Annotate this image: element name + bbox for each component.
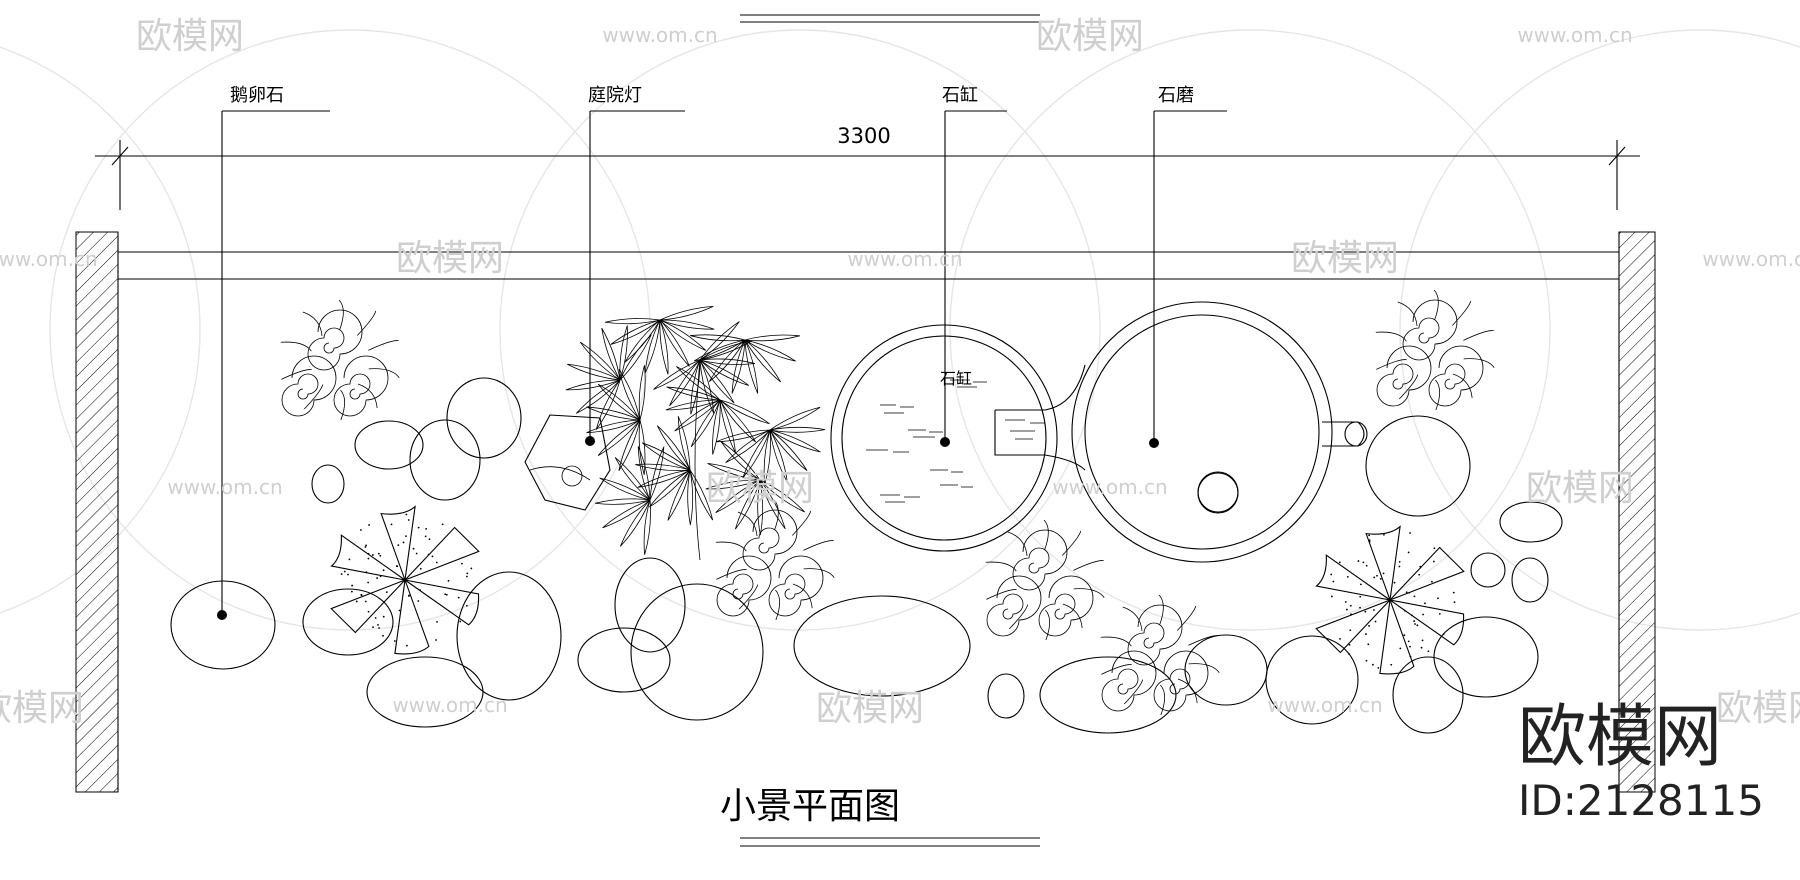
label-garden-lamp: 庭院灯 [588, 85, 642, 106]
curly-shrub [1101, 595, 1219, 715]
water-ripples [866, 380, 987, 502]
watermark-arcs [0, 30, 1800, 630]
watermark-brand: 欧模网 [136, 16, 244, 57]
watermark-brand: 欧模网 [396, 238, 504, 279]
watermark-url: www.om.cn [1052, 475, 1167, 499]
watermark-brand: 欧模网 [1716, 688, 1800, 729]
bamboo-leaf-cluster [675, 288, 808, 414]
curly-shrub [716, 500, 834, 620]
watermark-url: www.om.cn [1517, 23, 1632, 47]
millstone [995, 302, 1367, 562]
watermark-url: www.om.cn [0, 247, 98, 271]
fan-plant [1316, 527, 1464, 674]
curly-shrub [281, 300, 399, 420]
watermark-url: www.om.cn [1267, 693, 1382, 717]
label-millstone: 石磨 [1158, 85, 1194, 106]
watermark-brand: 欧模网 [1291, 238, 1399, 279]
dimension-line [95, 140, 1640, 210]
leader-lines [217, 111, 1227, 620]
watermark-url: www.om.cn [392, 693, 507, 717]
watermark-url: www.om.cn [602, 23, 717, 47]
corner-brand: 欧模网 [1518, 698, 1722, 777]
fan-plant-group [331, 507, 1464, 674]
watermark-layer: 欧模网 www.om.cn 欧模网 www.om.cn www.om.cn 欧模网 www.… [0, 16, 1800, 729]
watermark-brand: 欧模网 [0, 688, 84, 729]
bamboo-leaf-cluster [647, 340, 774, 474]
watermark-url: www.om.cn [847, 247, 962, 271]
shrub-group [281, 290, 1494, 715]
label-pebble: 鹅卵石 [230, 85, 284, 106]
bamboo-leaf-cluster [645, 320, 763, 423]
garden-lamp [525, 415, 610, 510]
watermark-brand: 欧模网 [706, 468, 814, 509]
watermark-brand: 欧模网 [1036, 16, 1144, 57]
dimension-value: 3300 [837, 124, 890, 148]
label-stone-jar: 石缸 [942, 84, 978, 106]
drawing-title: 小景平面图 [720, 786, 900, 827]
watermark-brand: 欧模网 [816, 688, 924, 729]
watermark-brand: 欧模网 [1526, 468, 1634, 509]
bamboo-leaf-cluster [546, 308, 679, 434]
watermark-url: www.om.cn [1702, 247, 1800, 271]
curly-shrub [1376, 290, 1494, 410]
curly-shrub [986, 520, 1104, 640]
corner-id: ID:2128115 [1518, 776, 1764, 825]
bamboo-leaf-cluster [593, 273, 721, 390]
watermark-url: www.om.cn [167, 475, 282, 499]
